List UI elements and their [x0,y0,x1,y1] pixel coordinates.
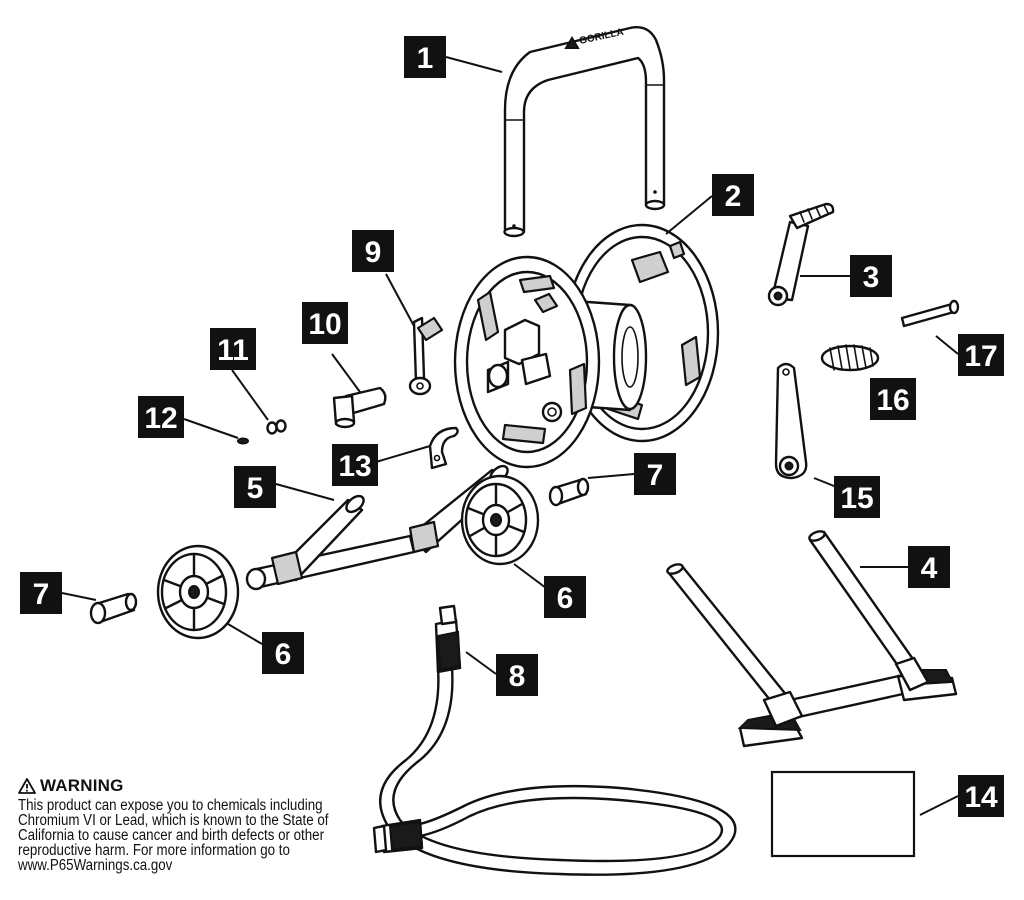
callout-4: 4 [908,546,950,588]
part-reel [453,223,720,469]
callout-number: 4 [921,552,938,585]
prop65-warning: WARNING This product can expose you to c… [18,776,358,873]
callout-number: 7 [33,578,50,611]
callout-number: 16 [876,384,909,417]
part-clip [428,426,459,470]
part-elbow-fitting [332,386,387,429]
callout-number: 7 [647,459,664,492]
warning-triangle-icon [18,778,36,794]
warning-title: WARNING [40,776,124,795]
callout-number: 5 [247,472,264,505]
part-handle: GORILLA [503,26,666,238]
warning-text: This product can expose you to chemicals… [18,797,329,874]
callout-number: 6 [275,638,292,671]
leader-lines [61,56,959,816]
part-wheel-left [156,544,240,640]
callout-2: 2 [712,174,754,216]
callout-15: 15 [834,476,880,518]
callout-7-left: 7 [20,572,62,614]
callout-3: 3 [850,255,892,297]
callout-number: 14 [964,781,998,814]
part-washer [237,437,249,445]
part-rear-base [666,530,958,748]
part-label-box [770,770,916,858]
callout-13: 13 [332,444,378,486]
callout-5: 5 [234,466,276,508]
callout-number: 2 [725,180,742,213]
part-valve-bracket [408,316,444,396]
part-leader-hose [372,604,737,876]
callout-number: 8 [509,660,526,693]
callout-number: 6 [557,582,574,615]
callout-8: 8 [496,654,538,696]
callout-11: 11 [210,328,256,370]
callout-1: 1 [404,36,446,78]
callout-9: 9 [352,230,394,272]
callout-number: 13 [338,450,371,483]
part-o-rings [266,419,287,435]
callout-16: 16 [870,378,916,420]
callout-number: 12 [144,402,177,435]
callout-number: 3 [863,261,880,294]
part-crank-arm [774,362,808,480]
callout-7-right: 7 [634,453,676,495]
part-spring [820,344,880,372]
callout-number: 11 [217,334,249,367]
part-crank-handle [767,202,835,307]
callout-12: 12 [138,396,184,438]
part-wheel-right [460,474,540,566]
callout-number: 17 [964,340,997,373]
warning-heading: WARNING [18,776,358,796]
callout-number: 15 [840,482,873,515]
callout-number: 10 [308,308,341,341]
callout-number: 1 [417,42,434,75]
callout-14: 14 [958,775,1004,817]
callout-10: 10 [302,302,348,344]
callout-number: 9 [365,236,382,269]
part-axle-cap-right [548,477,590,507]
callout-6-right: 6 [544,576,586,618]
part-axle-frame [245,464,509,591]
part-axle-cap-left [89,592,138,625]
part-pin [900,299,960,328]
callout-17: 17 [958,334,1004,376]
callout-6-left: 6 [262,632,304,674]
